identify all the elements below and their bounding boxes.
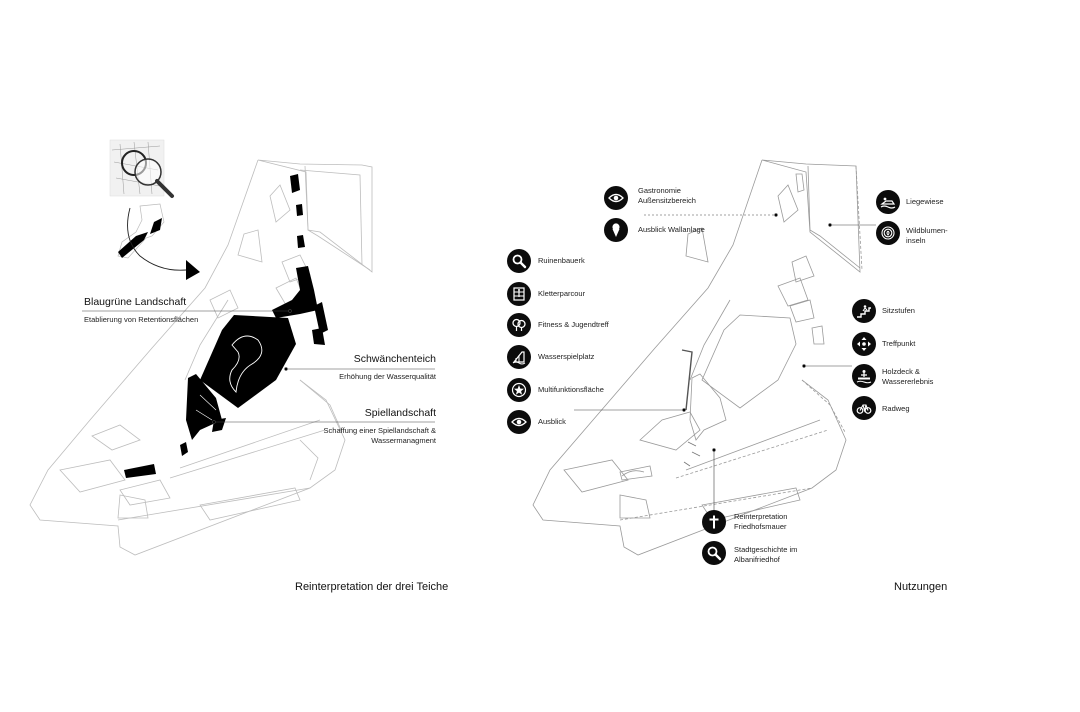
use-label-kletterparcour: Kletterparcour bbox=[538, 289, 586, 298]
use-label-aussensitzbereich: Außensitzbereich bbox=[638, 196, 696, 205]
left-site-outline bbox=[257, 159, 373, 273]
right-site-outline bbox=[761, 159, 861, 273]
blaugruene-pond-top bbox=[290, 174, 300, 193]
bicycle-icon bbox=[852, 396, 876, 420]
climbing-frame-icon bbox=[507, 282, 531, 306]
water-play-icon bbox=[507, 345, 531, 369]
use-label-wassererlebnis: Wassererlebnis bbox=[882, 377, 934, 386]
label-spiellandschaft-subtitle-2: Wassermanagment bbox=[371, 436, 436, 445]
use-label-radweg: Radweg bbox=[882, 404, 910, 413]
label-blaugruene-landschaft-subtitle: Etablierung von Retentionsflächen bbox=[84, 315, 199, 324]
magnifier-icon bbox=[702, 541, 726, 565]
label-spiellandschaft-title: Spiellandschaft bbox=[364, 407, 436, 419]
label-schwaenchenteich-subtitle: Erhöhung der Wasserqualität bbox=[339, 372, 436, 381]
ice-cream-icon bbox=[604, 218, 628, 242]
use-label-reinterpretation: Reinterpretation bbox=[734, 512, 788, 521]
use-label-inseln: inseln bbox=[906, 236, 926, 245]
star-circle-icon bbox=[507, 378, 531, 402]
rose-icon bbox=[876, 221, 900, 245]
wooden-deck-icon bbox=[852, 364, 876, 388]
label-spiellandschaft-subtitle-1: Schaffung einer Spiellandschaft & bbox=[323, 426, 436, 435]
magnifier-icon bbox=[507, 249, 531, 273]
meeting-arrows-icon bbox=[852, 332, 876, 356]
use-label-wasserspielplatz: Wasserspielplatz bbox=[538, 352, 595, 361]
label-schwaenchenteich-title: Schwänchenteich bbox=[353, 353, 436, 365]
caption-right: Nutzungen bbox=[894, 581, 948, 593]
use-label-gastronomie: Gastronomie bbox=[638, 186, 681, 195]
right-park-boundary bbox=[532, 159, 847, 556]
use-label-albanifriedhof: Albanifriedhof bbox=[734, 555, 780, 564]
right-schwaenchenteich-outline bbox=[701, 314, 797, 409]
use-label-treffpunkt: Treffpunkt bbox=[882, 339, 916, 348]
steps-icon bbox=[852, 299, 876, 323]
caption-left: Reinterpretation der drei Teiche bbox=[295, 581, 449, 593]
lawn-lounger-icon bbox=[876, 190, 900, 214]
eye-icon bbox=[507, 410, 531, 434]
use-label-friedhofsmauer: Friedhofsmauer bbox=[734, 522, 787, 531]
left-park-boundary bbox=[29, 159, 346, 556]
use-label-wildblumen: Wildblumen- bbox=[906, 226, 948, 235]
label-blaugruene-landschaft-title: Blaugrüne Landschaft bbox=[84, 296, 187, 308]
use-label-holzdeck: Holzdeck & bbox=[882, 367, 920, 376]
eye-icon bbox=[604, 186, 628, 210]
use-label-liegewiese: Liegewiese bbox=[906, 197, 944, 206]
use-label-ausblick: Ausblick bbox=[538, 417, 566, 426]
use-label-sitzstufen: Sitzstufen bbox=[882, 306, 915, 315]
use-label-fitness-jugendtreff: Fitness & Jugendtreff bbox=[538, 320, 609, 329]
use-label-stadtgeschichte: Stadtgeschichte im bbox=[734, 545, 798, 554]
use-label-ausblick-wallanlage: Ausblick Wallanlage bbox=[638, 225, 705, 234]
use-label-ruinenbauerk: Ruinenbauerk bbox=[538, 256, 585, 265]
schwaenchenteich-pond bbox=[200, 315, 296, 408]
cross-icon bbox=[702, 510, 726, 534]
use-label-multifunktionsflaeche: Multifunktionsfläche bbox=[538, 385, 604, 394]
trees-icon bbox=[507, 313, 531, 337]
